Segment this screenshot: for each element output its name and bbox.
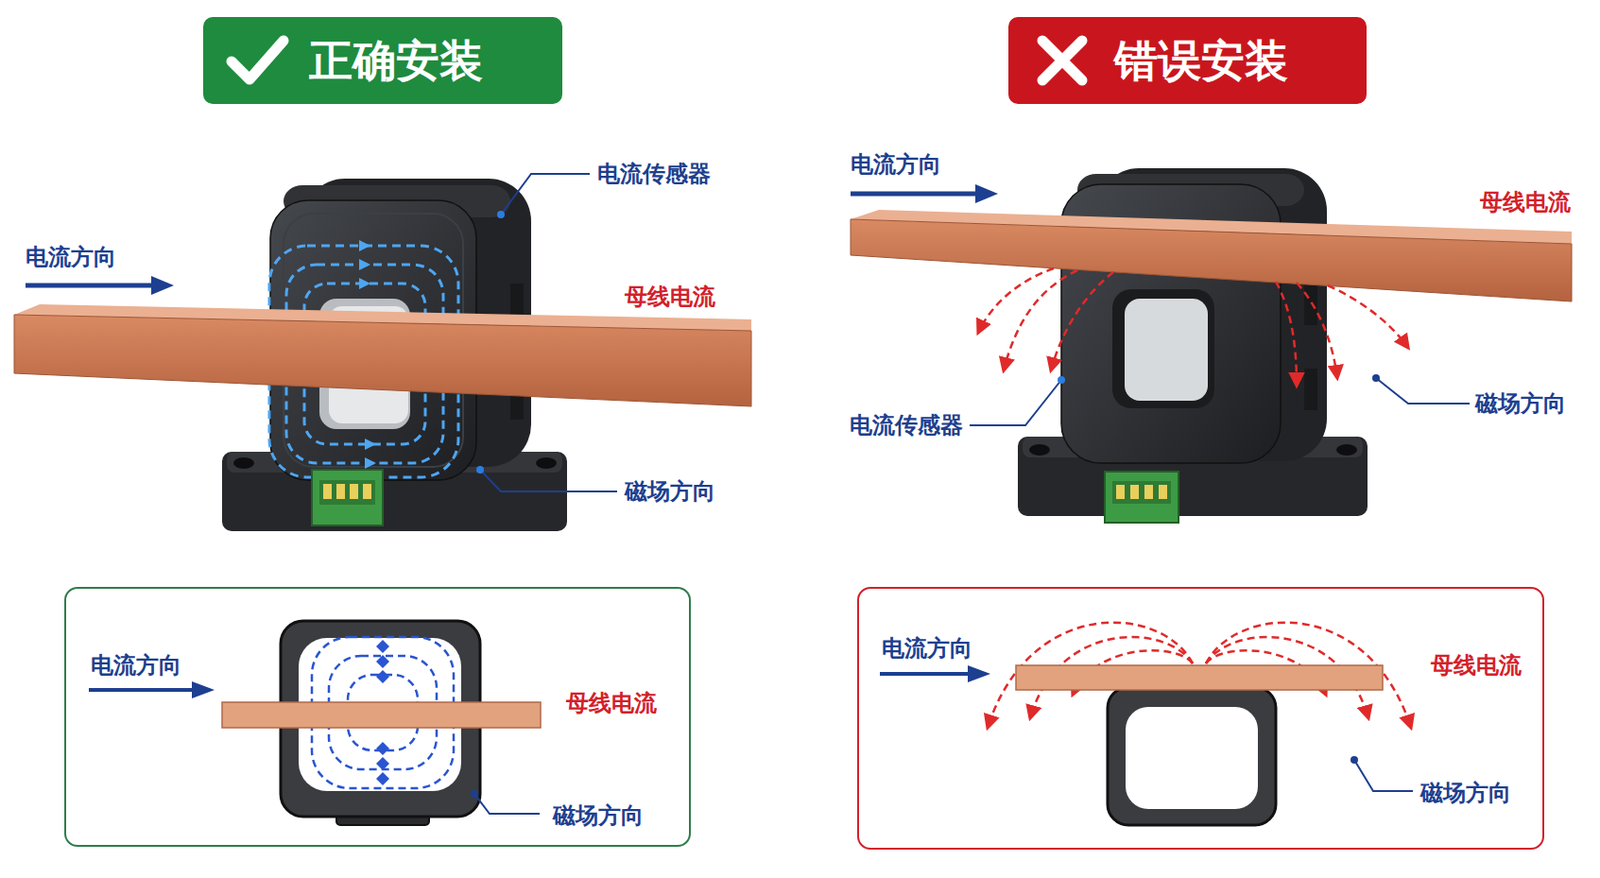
callout-label: 母线电流	[1479, 189, 1571, 216]
cross-icon	[1029, 27, 1096, 94]
panel-label: 电流方向	[90, 652, 182, 679]
diagram-panel: 电流方向母线电流磁场方向	[64, 586, 691, 847]
callout-label: 磁场方向	[624, 478, 716, 505]
check-icon	[223, 27, 291, 94]
panel-label: 母线电流	[1430, 652, 1522, 679]
callout-label: 电流方向	[850, 151, 942, 178]
panel-label: 磁场方向	[1420, 779, 1512, 807]
callout-label: 电流传感器	[597, 160, 711, 188]
panel-label: 母线电流	[566, 689, 657, 717]
callout-label: 电流传感器	[849, 412, 964, 439]
badge-text: 正确安装	[309, 34, 483, 87]
panel-label: 电流方向	[881, 635, 973, 662]
callout-label: 电流方向	[25, 243, 117, 271]
install-badge: 错误安装	[1008, 17, 1367, 104]
install-badge: 正确安装	[203, 17, 563, 104]
diagram-panel: 电流方向母线电流磁场方向	[857, 586, 1545, 850]
callout-label: 母线电流	[624, 283, 716, 310]
callout-label: 磁场方向	[1475, 390, 1566, 417]
panel-label: 磁场方向	[552, 802, 644, 829]
badge-text: 错误安装	[1114, 34, 1289, 87]
